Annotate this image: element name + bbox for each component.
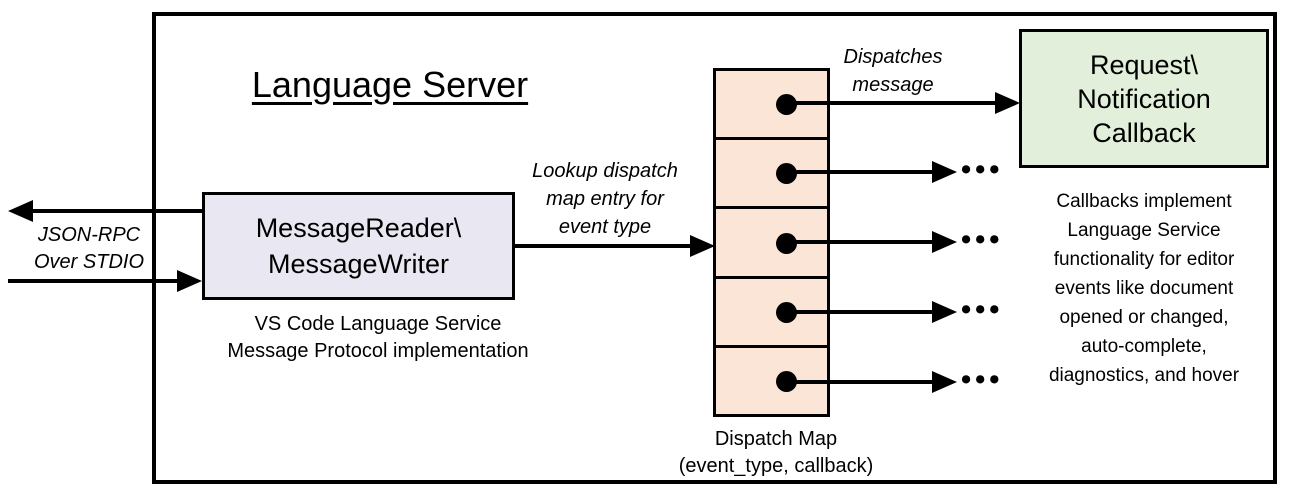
stdio-label: JSON-RPC Over STDIO [33, 224, 144, 273]
map-entry-dot-icon [776, 370, 797, 392]
request-notification-callback-box: Request\ Notification Callback [1019, 29, 1269, 168]
ellipsis-icon: ••• [961, 294, 1004, 326]
message-reader-writer-box: MessageReader\ MessageWriter [202, 192, 515, 300]
dispatch-arrow-line [787, 380, 934, 384]
dispatch-arrow-line [787, 101, 997, 105]
arrow-right-icon [932, 301, 957, 323]
ellipsis-icon: ••• [961, 224, 1004, 256]
stdio-out-arrow-line [28, 209, 202, 213]
dispatch-arrow-line [787, 240, 934, 244]
dispatch-map-cell [716, 71, 827, 141]
lookup-arrow-label: Lookup dispatch map entry for event type [532, 160, 678, 238]
arrow-right-icon [177, 270, 202, 292]
dispatch-arrow-line [787, 170, 934, 174]
arrow-left-icon [8, 200, 33, 222]
map-entry-dot-icon [776, 301, 797, 323]
callbacks-note: Callbacks implement Language Service fun… [1048, 191, 1240, 386]
dispatch-map-cell [716, 209, 827, 279]
arrow-right-icon [932, 371, 957, 393]
map-entry-dot-icon [776, 232, 797, 254]
message-box-caption: VS Code Language Service Message Protoco… [227, 313, 529, 362]
arrow-right-icon [690, 235, 715, 257]
dispatch-map-cell [716, 140, 827, 210]
arrow-right-icon [932, 231, 957, 253]
diagram-title: Language Server [251, 64, 529, 105]
dispatch-arrow-line [787, 310, 934, 314]
dispatch-arrow-label: Dispatches message [843, 46, 943, 96]
arrow-right-icon [995, 92, 1020, 114]
arrow-right-icon [932, 161, 957, 183]
dispatch-map [713, 68, 830, 417]
map-entry-dot-icon [776, 163, 797, 185]
language-server-container-box [152, 12, 1277, 484]
map-entry-dot-icon [776, 94, 797, 116]
dispatch-map-caption: Dispatch Map (event_type, callback) [678, 428, 874, 477]
ellipsis-icon: ••• [961, 154, 1004, 186]
stdio-in-arrow-line [8, 279, 179, 283]
lookup-arrow-line [515, 244, 692, 248]
ellipsis-icon: ••• [961, 364, 1004, 396]
